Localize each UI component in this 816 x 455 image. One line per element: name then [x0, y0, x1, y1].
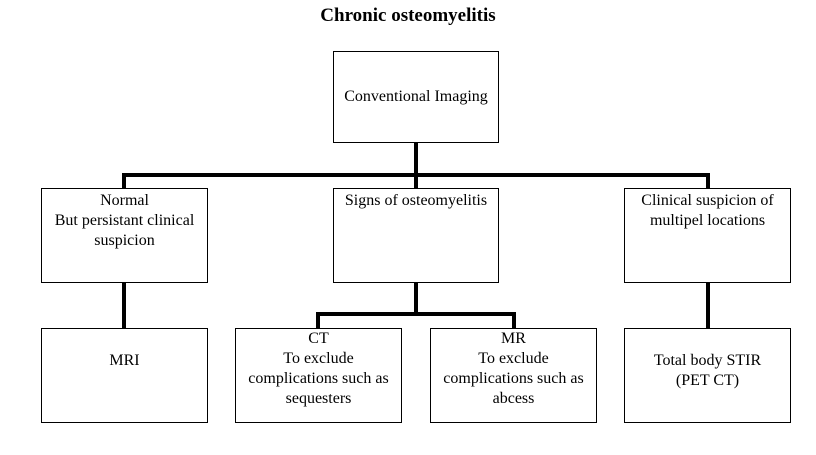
branch-box-multiple-locations: Clinical suspicion of multipel locations	[624, 188, 791, 283]
branch-box-line: Normal	[100, 192, 149, 209]
branch-box-line: suspicion	[94, 232, 155, 249]
leaf-box-line: Total body STIR	[653, 352, 762, 369]
leaf-box-total-body-stir: Total body STIR (PET CT)	[624, 328, 791, 423]
leaf-box-line: (PET CT)	[675, 372, 740, 389]
leaf-box-line: CT	[308, 330, 329, 347]
branch-box-line: Clinical suspicion of	[641, 192, 774, 209]
branch-box-line: But persistant clinical	[54, 212, 195, 229]
leaf-box-line: sequesters	[285, 390, 352, 407]
branch-box-line: multipel locations	[649, 212, 766, 229]
leaf-box-line: To exclude	[478, 350, 549, 367]
branch-box-line: Signs of osteomyelitis	[344, 192, 488, 209]
leaf-box-ct: CT To exclude complications such as sequ…	[235, 328, 402, 423]
leaf-box-line: complications such as	[443, 370, 584, 387]
diagram-title: Chronic osteomyelitis	[320, 5, 496, 26]
leaf-box-mri: MRI	[41, 328, 208, 423]
leaf-box-mr: MR To exclude complications such as abce…	[430, 328, 597, 423]
root-box-conventional-imaging: Conventional Imaging	[333, 51, 499, 143]
leaf-box-line: abcess	[492, 390, 535, 407]
leaf-box-line: MR	[501, 330, 526, 347]
leaf-box-line: MRI	[109, 352, 140, 369]
branch-box-signs-of-osteomyelitis: Signs of osteomyelitis	[333, 188, 499, 283]
leaf-box-line: complications such as	[248, 370, 389, 387]
branch-box-normal: Normal But persistant clinical suspicion	[41, 188, 208, 283]
leaf-box-line: To exclude	[283, 350, 354, 367]
root-box-label: Conventional Imaging	[344, 88, 488, 105]
